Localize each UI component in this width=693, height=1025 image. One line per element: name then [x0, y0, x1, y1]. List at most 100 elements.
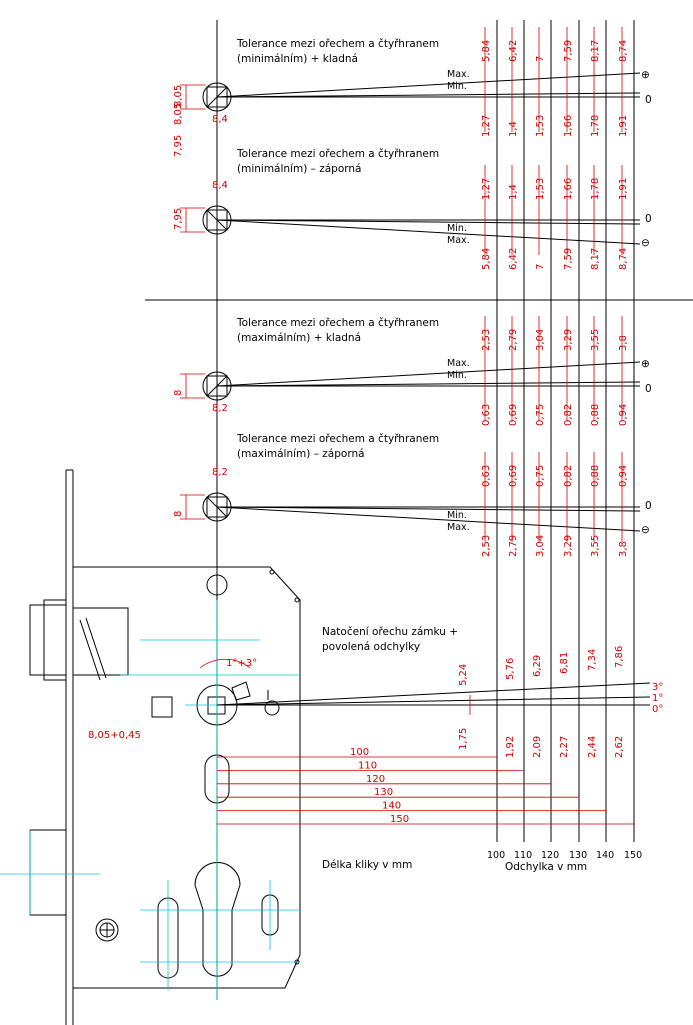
angle-arc: [199, 658, 251, 669]
column-label-150: 150: [624, 850, 642, 861]
rot-lower-value: 1,92: [505, 736, 516, 758]
ray-min: [216, 219, 641, 225]
length-label-150: 150: [390, 814, 409, 825]
mark-2: Max.: [447, 522, 470, 533]
rotation-section: 5,24 1,75 5,76 1,92 6,29 2,09 6,81 2,27 7,34 2,44…: [199, 646, 651, 825]
section-2: Tolerance mezi ořechem a čtyřhranem(mini…: [173, 103, 652, 270]
ray-min: [216, 92, 641, 98]
deviation-label: Odchylka v mm: [505, 861, 587, 873]
mark-1: Min.: [447, 510, 467, 521]
upper-value: 8,17: [590, 40, 601, 62]
lower-value: 1,78: [590, 115, 601, 137]
handle-length-label: Délka kliky v mm: [322, 859, 412, 871]
lower-value: 1,91: [618, 115, 629, 137]
section-title-1: Tolerance mezi ořechem a čtyřhranem: [236, 433, 439, 445]
rotation-angle-label: 1°+3°: [226, 658, 257, 669]
ray-min: [216, 506, 641, 512]
deg-0-label: 0°: [652, 704, 663, 715]
section-4: Tolerance mezi ořechem a čtyřhranem (maxi…: [173, 433, 652, 557]
upper-value: 1,78: [590, 178, 601, 200]
zero-label: 0: [645, 500, 652, 512]
ray-1deg: [216, 696, 651, 706]
nut-size-label: 8,05+0,45: [88, 730, 141, 741]
lower-value: 3,8: [618, 541, 629, 557]
mark-2: Min.: [447, 81, 467, 92]
rot-upper-value: 5,24: [458, 664, 469, 686]
small-dim: 8,4: [212, 180, 228, 191]
lower-value: 5,84: [481, 248, 492, 270]
lower-value: 0,63: [481, 404, 492, 426]
lower-value: 8,74: [618, 248, 629, 270]
sign-symbol: ⊖: [641, 524, 650, 536]
section-3: Tolerance mezi ořechem a čtyřhranem(maxi…: [173, 316, 652, 426]
ray-min: [216, 381, 641, 387]
mark-1: Max.: [447, 69, 470, 80]
small-dim: 8,2: [212, 403, 228, 414]
section-1: Tolerance mezi ořechem a čtyřhranem (mini…: [173, 27, 652, 157]
upper-value: 2,53: [481, 329, 492, 351]
tolerance-sections: Tolerance mezi ořechem a čtyřhranem (mini…: [173, 27, 652, 557]
upper-value: 7,59: [563, 40, 574, 62]
upper-value: 0,82: [563, 465, 574, 487]
lower-value: 0,82: [563, 404, 574, 426]
rot-lower-value: 2,09: [532, 736, 543, 758]
upper-value: 0,88: [590, 465, 601, 487]
lower-value: 3,04: [535, 535, 546, 557]
section-title-2: (maximálním) – záporná: [237, 448, 365, 460]
left-dim-bottom: 8,05: [173, 103, 184, 125]
lower-value: 2,79: [508, 535, 519, 557]
lower-value: 0,88: [590, 404, 601, 426]
rot-upper-value: 5,76: [505, 658, 516, 680]
mark-2: Max.: [447, 235, 470, 246]
rot-upper-value: 6,29: [532, 655, 543, 677]
upper-value: 3,8: [618, 335, 629, 351]
ray-max: [216, 72, 641, 98]
column-label-140: 140: [596, 850, 614, 861]
rot-lower-value: 1,75: [458, 728, 469, 750]
column-label-130: 130: [569, 850, 587, 861]
rot-upper-value: 6,81: [559, 652, 570, 674]
length-label-120: 120: [366, 774, 385, 785]
section-title-1: Tolerance mezi ořechem a čtyřhranem: [236, 148, 439, 160]
upper-value: 1,91: [618, 178, 629, 200]
lower-value: 1,4: [508, 121, 519, 137]
mark-1: Max.: [447, 358, 470, 369]
upper-value: 0,63: [481, 465, 492, 487]
section-title-2: (maximálním) + kladná: [237, 332, 361, 344]
upper-value: 1,66: [563, 178, 574, 200]
length-label-110: 110: [358, 760, 377, 771]
sign-symbol: ⊕: [641, 69, 650, 81]
sign-symbol: ⊕: [641, 358, 650, 370]
lower-value: 1,53: [535, 115, 546, 137]
rot-lower-value: 2,27: [559, 736, 570, 758]
lower-value: 6,42: [508, 248, 519, 270]
rot-upper-value: 7,34: [587, 649, 598, 671]
upper-value: 6,42: [508, 40, 519, 62]
left-dim-top: 8: [173, 390, 184, 396]
upper-value: 3,04: [535, 329, 546, 351]
lower-value: 3,55: [590, 535, 601, 557]
deg-3-label: 3°: [652, 682, 663, 693]
rot-lower-value: 2,62: [614, 736, 625, 758]
left-dim-top: 8: [173, 511, 184, 517]
ray-max: [216, 219, 641, 245]
rot-lower-value: 2,44: [587, 736, 598, 758]
small-dim: 8,4: [212, 114, 228, 125]
mark-2: Min.: [447, 370, 467, 381]
left-dim-top: 8,05: [173, 85, 184, 107]
left-dim-top: 7,95: [173, 208, 184, 230]
lower-value: 8,17: [590, 248, 601, 270]
length-label-140: 140: [382, 801, 401, 812]
length-label-100: 100: [350, 747, 369, 758]
rotation-title-2: povolená odchylky: [322, 641, 420, 653]
upper-value: 0,75: [535, 465, 546, 487]
zero-label: 0: [645, 94, 652, 106]
left-dim-bottom: 7,95: [173, 135, 184, 157]
ray-max: [216, 361, 641, 387]
upper-value: 7: [535, 56, 546, 62]
upper-value: 5,84: [481, 40, 492, 62]
upper-value: 2,79: [508, 329, 519, 351]
rotation-title-1: Natočení ořechu zámku +: [322, 626, 458, 638]
section-title-2: (minimálním) + kladná: [237, 53, 358, 65]
